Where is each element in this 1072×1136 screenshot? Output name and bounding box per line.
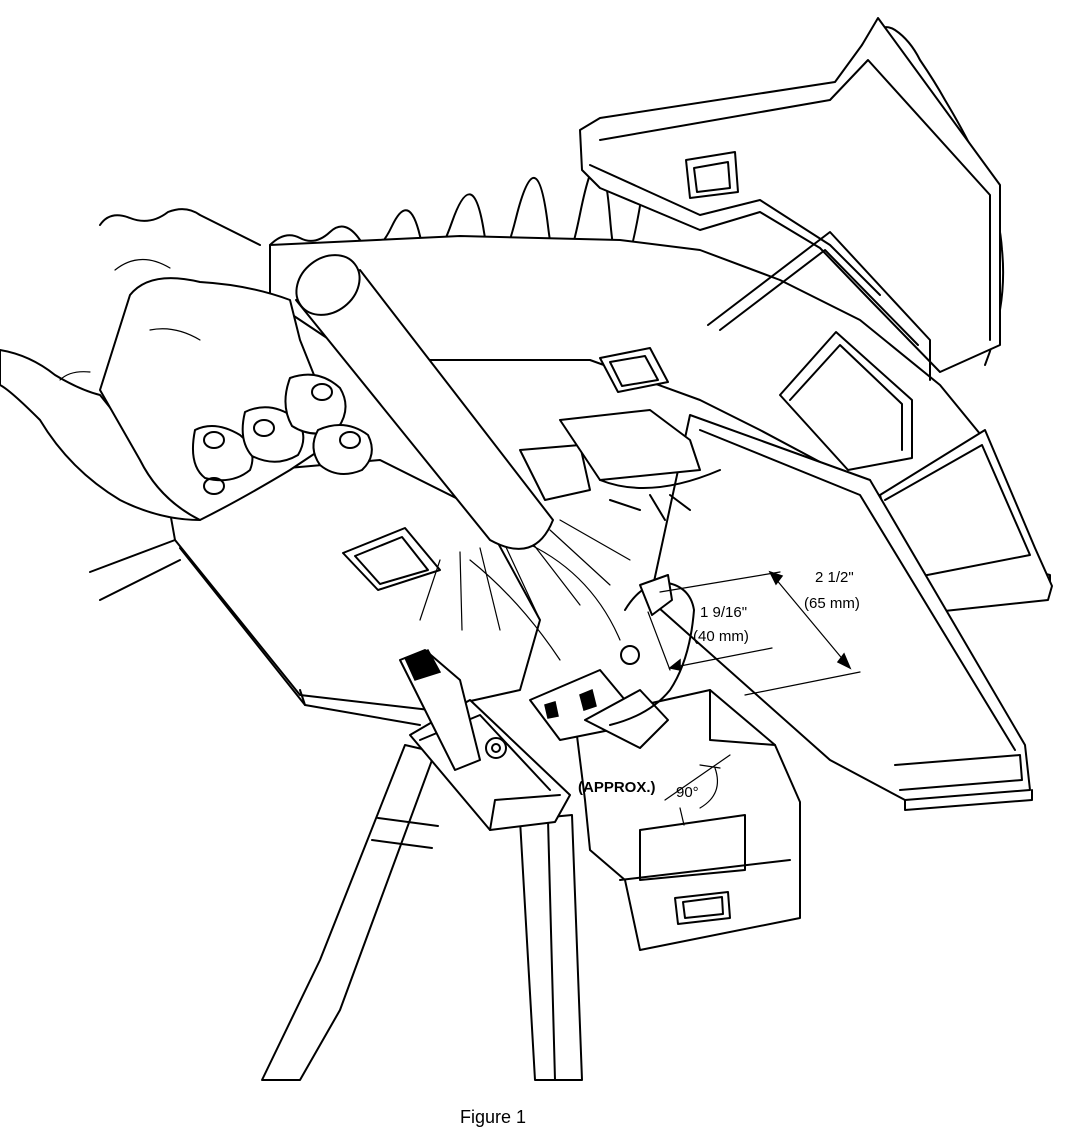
fingernail (339, 431, 361, 449)
angle-value: 90° (676, 784, 699, 801)
locking-pliers (399, 574, 695, 831)
dimension-outer-imperial: 2 1/2" (815, 569, 854, 586)
support-leg-left (261, 744, 436, 1081)
dimension-inner-metric: (40 mm) (693, 628, 749, 645)
arm-crease (59, 371, 91, 381)
floor-panel-left-corner (299, 689, 306, 706)
punch-cylinder (295, 269, 554, 550)
strike-line (459, 551, 463, 631)
strike-line (504, 544, 541, 621)
lower-channel-edge (709, 689, 776, 746)
pliers-upper-lever (399, 649, 481, 771)
square-hole-lower-inner (682, 896, 724, 919)
rect-pocket-inner (354, 536, 429, 585)
pliers-jaw-tooth (579, 688, 597, 711)
support-leg-left-band-bottom (371, 839, 433, 849)
fingernail (203, 477, 225, 495)
lower-channel-seam (619, 859, 791, 881)
palm-crease (149, 328, 201, 341)
hand-with-hammer (0, 254, 721, 550)
dimension-line-outer (769, 571, 851, 669)
clamp-arm-tip (639, 574, 673, 616)
pliers-handle-end (489, 794, 561, 831)
arrowhead (836, 652, 852, 670)
dimension-leader-inner (669, 647, 773, 669)
strike-line (559, 519, 631, 561)
angle-arc (699, 767, 719, 809)
dimension-leader-outer-top (659, 571, 781, 593)
support-leg-right-center (547, 819, 556, 1081)
dimension-annotations: 2 1/2" (65 mm) 1 9/16" (40 mm) (APPROX.)… (578, 569, 861, 826)
rail-end-bracket-inner (884, 444, 1031, 579)
support-rail-left-bottom (99, 559, 181, 601)
dimension-inner-imperial: 1 9/16" (700, 604, 747, 621)
extension-arm-end-face (894, 754, 1023, 791)
angle-tick (679, 807, 685, 826)
support-rail-left-top (89, 539, 176, 573)
lower-channel-pocket (639, 814, 746, 881)
dimension-line-inner (647, 611, 671, 671)
punch-collar (559, 409, 701, 481)
adjustment-screw (620, 645, 640, 665)
extension-arm-top-edge (699, 429, 1016, 751)
extension-arm-end-base (904, 789, 1033, 811)
strike-line (529, 539, 581, 606)
square-hole-middle-inner (609, 355, 659, 387)
strike-line (479, 547, 501, 631)
pliers-jaw-tooth (544, 701, 559, 719)
punch-collar-edge (599, 469, 721, 489)
cross-member-lip (589, 164, 881, 296)
cross-member-top (579, 17, 1001, 373)
rail-recess-inner (719, 249, 919, 346)
angle-leader (664, 754, 731, 801)
finger (312, 424, 373, 475)
square-hole-lower (674, 891, 731, 925)
angle-tick (699, 764, 721, 769)
cross-member-top-inner (599, 59, 991, 341)
rail-recess-outline (707, 231, 931, 381)
strike-line (419, 559, 441, 621)
arrowhead (768, 570, 784, 586)
extension-arm (649, 414, 1031, 801)
square-hole-upper-inner (693, 161, 731, 193)
angle-qualifier: (APPROX.) (578, 779, 656, 796)
figure-caption: Figure 1 (460, 1107, 526, 1127)
pliers-pivot (485, 737, 507, 759)
strike-lines (419, 519, 631, 661)
rail-block-inner (789, 344, 903, 451)
rail-block (779, 331, 913, 471)
frame-structure (89, 17, 1053, 951)
knuckle-line (114, 258, 171, 271)
strike-line (549, 529, 611, 586)
fingernail (253, 419, 275, 437)
pliers-lever-tip (403, 649, 442, 681)
support-leg-left-band-top (377, 817, 439, 827)
dimension-leader-outer-bottom (744, 671, 861, 696)
lower-channel (574, 689, 801, 951)
strike-arc (469, 559, 561, 661)
fingernail (203, 431, 225, 449)
torn-panel-edge-left (99, 208, 261, 246)
strike-arc (519, 539, 621, 641)
pliers-pivot-inner (491, 743, 501, 753)
fingernail (311, 383, 333, 401)
dimension-outer-metric: (65 mm) (804, 595, 860, 612)
punch-tip (519, 444, 591, 501)
punch-grip-ridges (609, 494, 691, 521)
finger (192, 425, 254, 482)
punch-cylinder-top (295, 254, 361, 316)
arrowhead (668, 658, 681, 671)
